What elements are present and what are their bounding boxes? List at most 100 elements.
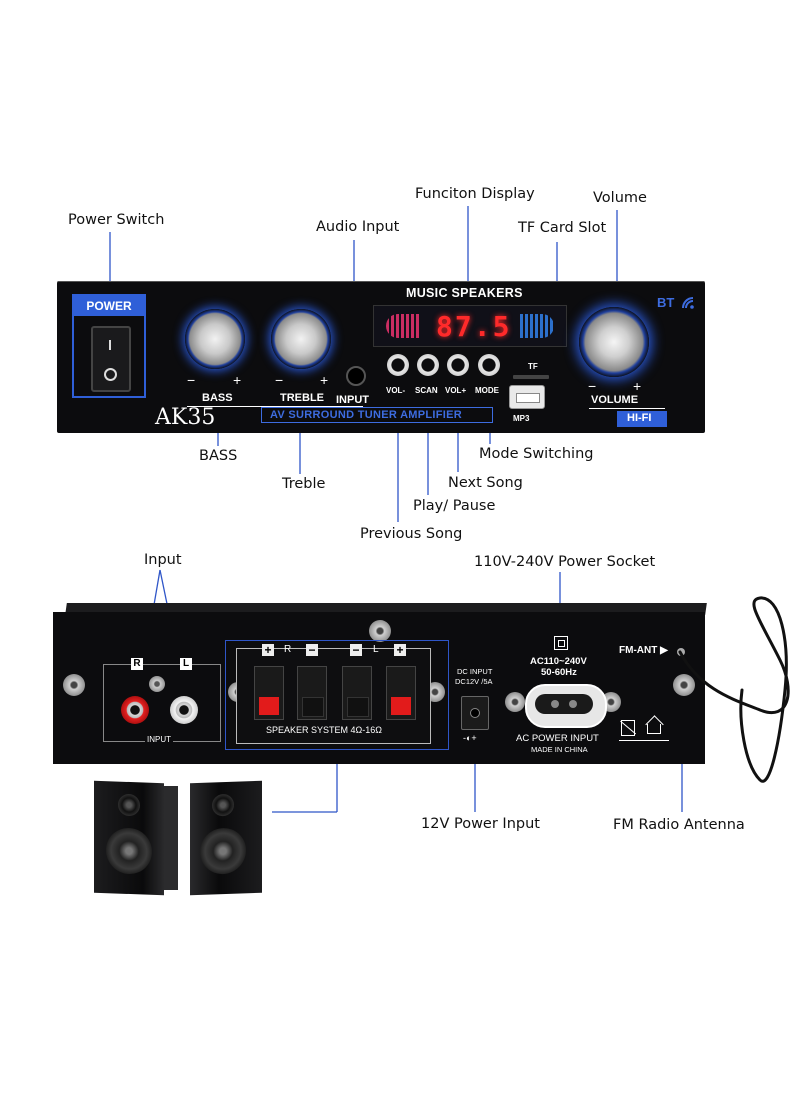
volume-underline [589,408,665,409]
speaker-l-label: L [373,644,379,655]
speaker-clip-l-plus[interactable] [386,666,416,720]
ac-rating-line2: 50-60Hz [541,667,577,678]
bass-label: BASS [202,392,233,404]
function-display: 87.5 [373,305,567,347]
bass-minus: − [187,372,196,388]
display-bars-left [386,314,420,338]
fm-ant-label: FM-ANT ▶ [619,645,668,656]
speaker-left-side [164,786,178,890]
callout-12v-power-input: 12V Power Input [421,816,540,832]
speaker-system-label: SPEAKER SYSTEM 4Ω-16Ω [266,725,382,735]
callout-tf-card-slot: TF Card Slot [518,220,607,236]
dc-input-line1: DC INPUT [457,667,493,676]
speaker-plus-r: + [262,644,274,656]
speaker-terminal-outline [225,640,449,750]
rca-right-jack[interactable] [121,696,149,724]
symbols-underline [619,740,669,741]
rca-screw [149,676,165,692]
mode-button[interactable] [478,354,500,376]
vol-minus-button[interactable] [387,354,409,376]
usb-port[interactable] [509,385,545,409]
mp3-label: MP3 [513,414,530,423]
callout-mode-switching: Mode Switching [479,446,594,462]
display-bars-right [520,314,554,338]
front-panel: POWER − + BASS − + TREBLE INPUT MUSIC SP… [57,281,705,433]
display-digits: 87.5 [436,310,512,343]
indoor-use-icon [645,715,664,734]
bluetooth-signal-icon [682,297,694,309]
banner-text: AV SURROUND TUNER AMPLIFIER [270,409,463,421]
callout-play-pause: Play/ Pause [413,498,496,514]
speaker-left [94,780,164,896]
speaker-minus-r: − [306,644,318,656]
speaker-right [190,780,262,896]
tf-label: TF [528,362,538,371]
rca-l-label: L [182,658,190,669]
button-label-scan: SCAN [415,386,438,395]
power-switch-box: POWER [72,294,146,398]
callout-input: Input [144,552,182,568]
screw-top-center [369,620,391,642]
ac-power-socket[interactable] [525,684,607,728]
speaker-minus-l: − [350,644,362,656]
bass-plus: + [233,372,242,388]
rear-panel: R L INPUT + R − − L + SPEAKER SYSTEM 4Ω-… [53,612,705,764]
screw-ac-left [505,692,525,712]
tone-underline [187,406,363,407]
callout-fm-radio-antenna: FM Radio Antenna [613,817,745,833]
volume-knob[interactable] [579,307,649,377]
bt-label: BT [657,295,675,310]
dc-input-line2: DC12V /5A [455,677,493,686]
ac-rating-line1: AC110~240V [530,656,587,667]
rear-input-label: INPUT [145,735,173,744]
speaker-clip-r-plus[interactable] [254,666,284,720]
ac-power-input-label: AC POWER INPUT [516,733,599,744]
speaker-right-woofer [200,827,246,875]
power-rocker-switch[interactable] [91,326,131,392]
dc-polarity-symbol: -◐+ [463,733,477,743]
button-label-vol-plus: VOL+ [445,386,467,395]
bass-knob[interactable] [185,309,245,369]
callout-power-switch: Power Switch [68,212,165,228]
scan-button[interactable] [417,354,439,376]
speaker-left-woofer [106,827,152,875]
speaker-left-tweeter [118,793,140,817]
rca-r-label: R [133,658,141,669]
rca-r-tag: R [131,658,143,670]
speaker-clip-l-minus[interactable] [342,666,372,720]
callout-treble: Treble [282,476,326,492]
hifi-label: HI-FI [627,412,652,424]
callout-next-song: Next Song [448,475,523,491]
screw-right [673,674,695,696]
volume-plus: + [633,378,642,394]
volume-minus: − [588,378,597,394]
button-label-mode: MODE [475,386,499,395]
treble-label: TREBLE [280,392,324,404]
callout-audio-input: Audio Input [316,219,400,235]
callout-previous-song: Previous Song [360,526,463,542]
input-label: INPUT [336,394,369,406]
volume-label: VOLUME [591,394,639,406]
callout-bass: BASS [199,448,238,464]
treble-plus: + [320,372,329,388]
audio-input-jack[interactable] [346,366,366,386]
rca-l-tag: L [180,658,192,670]
dc-power-jack[interactable] [461,696,489,730]
treble-minus: − [275,372,284,388]
speaker-right-tweeter [212,793,234,817]
model-label: AK35 [155,405,216,430]
vol-plus-button[interactable] [447,354,469,376]
treble-knob[interactable] [271,309,331,369]
tf-card-slot[interactable] [513,375,549,379]
callout-power-socket: 110V-240V Power Socket [474,554,656,570]
speaker-clip-r-minus[interactable] [297,666,327,720]
hifi-badge: HI-FI [617,411,667,427]
power-box-label: POWER [74,296,144,316]
screw-left [63,674,85,696]
rca-left-jack[interactable] [170,696,198,724]
callout-volume: Volume [593,190,647,206]
display-title: MUSIC SPEAKERS [406,286,523,300]
double-insulation-icon [554,636,568,650]
speaker-plus-l: + [394,644,406,656]
callout-function-display: Funciton Display [415,186,535,202]
